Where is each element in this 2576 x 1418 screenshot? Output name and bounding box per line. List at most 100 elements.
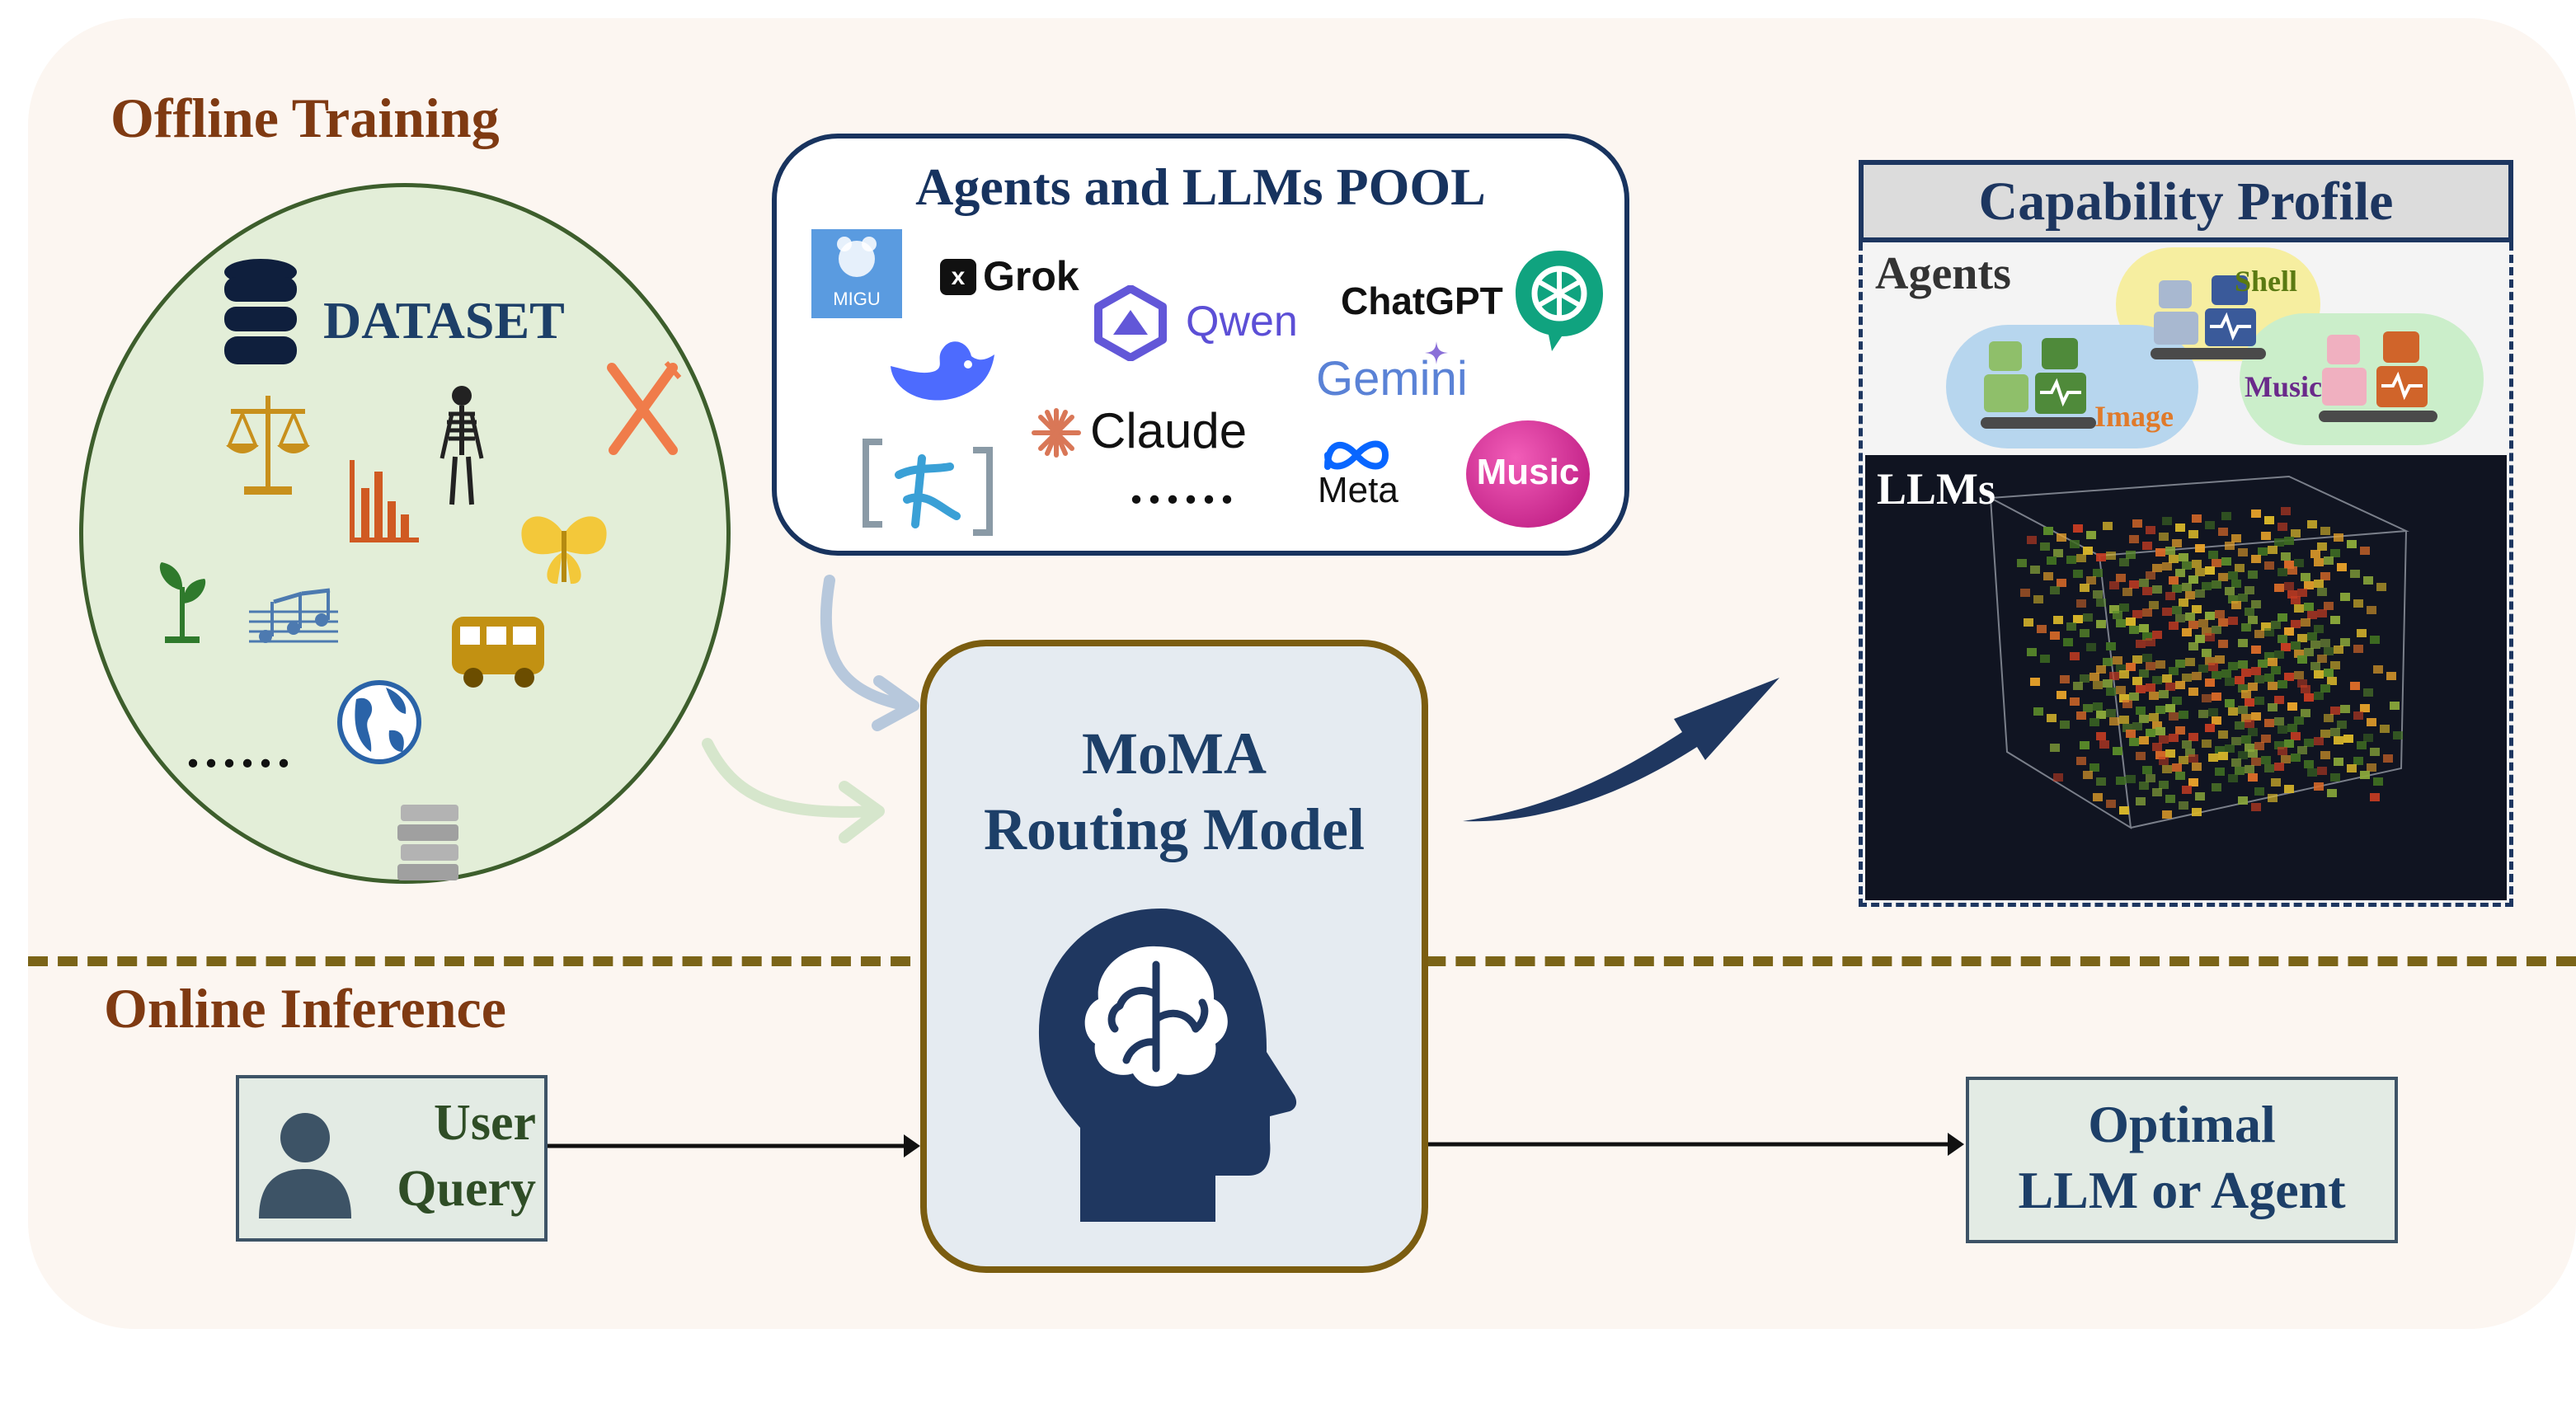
cube-dot [2304,648,2314,656]
cube-dot [2291,641,2301,650]
cube-dot [2132,610,2142,618]
cube-dot [2063,638,2073,646]
cube-dot [2212,693,2221,701]
cube-dot [2314,670,2324,678]
online-inference-title: Online Inference [104,977,506,1040]
cube-dot [2073,524,2083,533]
cube-dot [2122,588,2132,596]
cube-dot [2162,810,2172,819]
deepseek-icon [891,341,994,401]
cube-dot [2284,673,2294,681]
cube-dot [2274,763,2284,771]
cube-dot [2089,763,2099,772]
cube-dot [2116,686,2126,694]
cube-dot [2175,524,2185,532]
cube-dot [2172,697,2182,705]
cube-dot [2386,672,2396,680]
cube-dot [2307,632,2317,641]
cube-dot [2076,757,2086,765]
cube-dot [2218,573,2228,581]
dataset-label: DATASET [323,291,565,350]
cube-dot [2245,698,2254,707]
cube-dot [2169,734,2179,742]
cube-dot [2146,638,2155,646]
cube-dot [2185,591,2195,599]
cube-dot [2113,747,2122,755]
cube-dot [2093,681,2103,689]
cube-dot [2278,523,2287,531]
cube-dot [2169,622,2179,630]
cube-dot [2195,589,2205,598]
cube-dot [2139,624,2149,632]
llms-label: LLMs [1877,464,1996,514]
cube-dot [2188,778,2198,786]
cube-dot [2284,537,2294,545]
music-tag: Music [2245,370,2322,403]
meta-icon [1324,440,1389,470]
cube-dot [2096,620,2106,628]
skeleton-icon [440,386,484,505]
cube-dot [2205,724,2215,732]
cube-dot [2340,705,2350,713]
cube-dot [2037,625,2047,633]
cube-dot [2245,586,2254,594]
cube-dot [2192,514,2202,523]
cube-dot [2089,673,2099,681]
cube-dot [2188,754,2198,763]
cube-dot [2281,552,2291,561]
cube-dot [2238,660,2248,669]
cube-dot [2284,582,2294,590]
cube-dot [2047,556,2057,565]
cube-dot [2360,771,2370,779]
cube-dot [2261,622,2271,631]
cube-dot [2169,667,2179,675]
cube-dot [2142,654,2152,662]
cube-dot [2314,737,2324,745]
cube-dot [2238,796,2248,805]
cube-dot [2215,655,2225,664]
cube-dot [2043,572,2053,580]
cube-dot [2020,589,2030,597]
cube-dot [2175,660,2185,668]
cube-dot [2116,777,2126,785]
cube-dot [2307,520,2317,528]
cube-dot [2205,678,2215,687]
cube-dot [2307,768,2317,777]
cube-dot [2093,702,2103,711]
cube-dot [2294,716,2304,725]
cube-dot [2195,635,2205,643]
cube-dot [2152,743,2162,751]
cube-dot [2304,603,2314,611]
cube-dot [2139,579,2149,587]
cube-dot [2165,795,2175,803]
cube-dot [2175,569,2185,577]
cube-dot [2353,757,2363,765]
plant-icon [159,562,206,643]
cube-dot [2083,704,2093,712]
cube-dot [2291,529,2301,538]
cube-dot [2258,660,2268,668]
cube-dot [2360,704,2370,712]
cube-dot [2192,672,2202,680]
cube-dot [2304,581,2314,589]
cube-dot [2241,690,2251,698]
cube-dot [2030,678,2040,686]
bus-icon [452,617,544,688]
cube-dot [2304,760,2314,768]
cube-dot [2198,710,2208,718]
cube-dot [2241,735,2251,744]
cube-dot [2057,691,2066,699]
cube-dot [2261,735,2271,743]
cube-dot [2347,764,2357,772]
cube-dot [2146,526,2155,534]
cube-dot [2218,618,2228,627]
cube-dot [2228,707,2238,716]
cube-dot [2330,773,2340,782]
cube-dot [2093,793,2103,801]
cube-dot [2264,764,2274,772]
cube-dot [2284,561,2294,569]
cube-dot [2122,700,2132,708]
migu-icon [837,237,877,277]
cube-dot [2155,727,2165,735]
cube-dot [2179,711,2188,719]
